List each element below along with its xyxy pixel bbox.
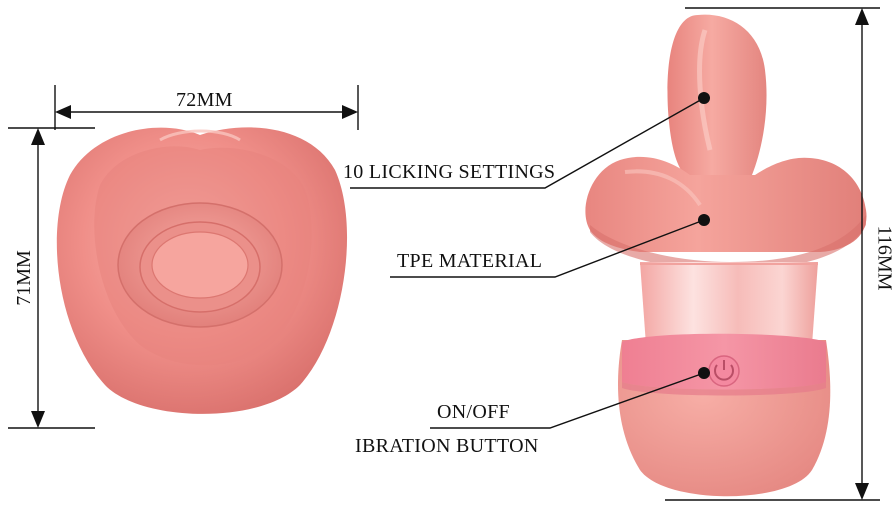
licking-settings-label: 10 LICKING SETTINGS [343, 161, 556, 183]
device-side-view [585, 14, 867, 497]
mouth-front-view [56, 127, 348, 414]
width-label: 72MM [176, 89, 233, 111]
power-label-line1: ON/OFF [437, 401, 510, 423]
length-label: 116MM [873, 225, 896, 291]
height-label: 71MM [12, 250, 35, 306]
length-dimension [665, 7, 880, 501]
callout-licking [350, 92, 710, 189]
height-dimension [8, 127, 95, 429]
callout-power [430, 367, 710, 429]
callout-material [390, 214, 710, 278]
power-icon[interactable] [708, 355, 740, 387]
width-dimension [54, 85, 359, 130]
material-label: TPE MATERIAL [397, 250, 543, 272]
power-label-line2: IBRATION BUTTON [355, 435, 539, 457]
